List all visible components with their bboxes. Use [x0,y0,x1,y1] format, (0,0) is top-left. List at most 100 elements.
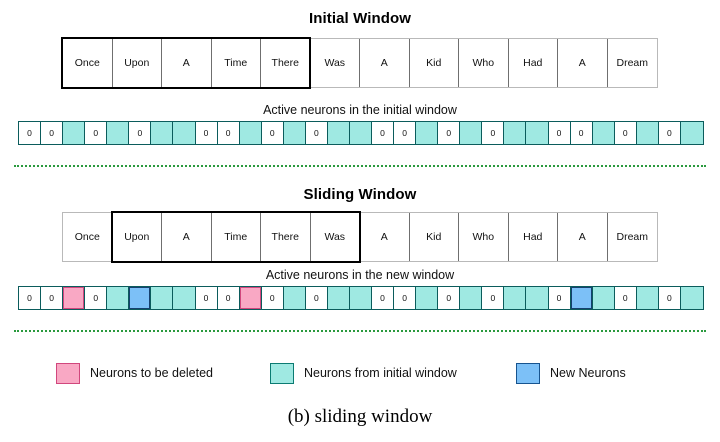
word-cell: A [162,39,212,87]
neuron-cell [416,287,439,309]
word-cell: Once [63,213,113,261]
neuron-cell: 0 [482,122,505,144]
neuron-cell: 0 [217,287,240,309]
neuron-cell [636,287,659,309]
neuron-cell [239,287,262,309]
legend-item: Neurons from initial window [270,362,457,384]
word-cell: Upon [112,213,162,261]
neuron-cell: 0 [482,287,505,309]
neuron-cell: 0 [614,122,637,144]
word-cell: Who [459,39,509,87]
neuron-cell [129,287,152,309]
neuron-cell [680,122,703,144]
word-cell: Had [508,213,558,261]
neuron-cell [107,122,130,144]
legend-swatch-pink [56,362,80,384]
neuron-cell: 0 [261,287,284,309]
neuron-cell: 0 [41,287,64,309]
neuron-cell: 0 [305,287,328,309]
figure-caption: (b) sliding window [287,406,433,427]
divider-bottom [14,330,706,332]
legend-swatch-cyan [270,362,294,384]
legend-label: Neurons from initial window [304,366,457,380]
word-cell: A [360,39,410,87]
neuron-cell [592,287,615,309]
neuron-cell [526,287,549,309]
neuron-cell [239,122,262,144]
initial-window-title: Initial Window [308,10,412,27]
neuron-cell: 0 [261,122,284,144]
word-cell: Upon [112,39,162,87]
neuron-cell: 0 [570,122,593,144]
neuron-cell: 0 [548,287,571,309]
neuron-cell [327,287,350,309]
legend-item: New Neurons [516,362,626,384]
neuron-cell: 0 [548,122,571,144]
word-cell: A [558,213,608,261]
neuron-cell [570,287,593,309]
word-cell: Was [310,213,360,261]
neuron-cell [151,122,174,144]
neuron-cell: 0 [305,122,328,144]
neuron-cell: 0 [372,287,395,309]
neuron-cell [107,287,130,309]
neuron-cell [283,287,306,309]
word-cell: There [261,213,311,261]
word-cell: A [360,213,410,261]
neuron-cell: 0 [658,287,681,309]
neuron-cell: 0 [614,287,637,309]
neuron-cell [173,287,196,309]
word-cell: Time [211,39,261,87]
legend: Neurons to be deleted Neurons from initia… [56,361,676,385]
word-cell: Was [310,39,360,87]
neuron-cell: 0 [19,287,42,309]
word-cell: Had [508,39,558,87]
legend-label: Neurons to be deleted [90,366,214,380]
neuron-cell [63,122,86,144]
divider-top [14,165,706,167]
neuron-cell [460,287,483,309]
neuron-cell [680,287,703,309]
neuron-cell: 0 [41,122,64,144]
neuron-cell: 0 [217,122,240,144]
sliding-window-strip-caption: Active neurons in the new window [265,268,455,282]
neuron-cell: 0 [195,122,218,144]
neuron-cell [151,287,174,309]
neuron-cell [504,287,527,309]
word-cell: Kid [409,213,459,261]
neuron-cell [349,287,372,309]
neuron-cell: 0 [19,122,42,144]
neuron-cell: 0 [85,122,108,144]
word-cell: Kid [409,39,459,87]
legend-swatch-blue [516,362,540,384]
word-cell: Who [459,213,509,261]
word-cell: A [162,213,212,261]
neuron-cell: 0 [129,122,152,144]
neuron-cell: 0 [438,287,461,309]
neuron-cell [416,122,439,144]
neuron-cell [526,122,549,144]
word-cell: A [558,39,608,87]
neuron-cell [349,122,372,144]
neuron-cell: 0 [394,122,417,144]
neuron-cell [460,122,483,144]
legend-item: Neurons to be deleted [56,362,214,384]
word-cell: Once [63,39,113,87]
neuron-cell: 0 [438,122,461,144]
neuron-cell [504,122,527,144]
word-cell: Dream [607,39,657,87]
sliding-window-title: Sliding Window [303,186,417,203]
neuron-cell [592,122,615,144]
neuron-cell [63,287,86,309]
neuron-cell: 0 [658,122,681,144]
word-cell: Dream [607,213,657,261]
initial-window-strip-caption: Active neurons in the initial window [263,103,457,117]
neuron-cell: 0 [85,287,108,309]
neuron-cell [283,122,306,144]
word-cell: There [261,39,311,87]
